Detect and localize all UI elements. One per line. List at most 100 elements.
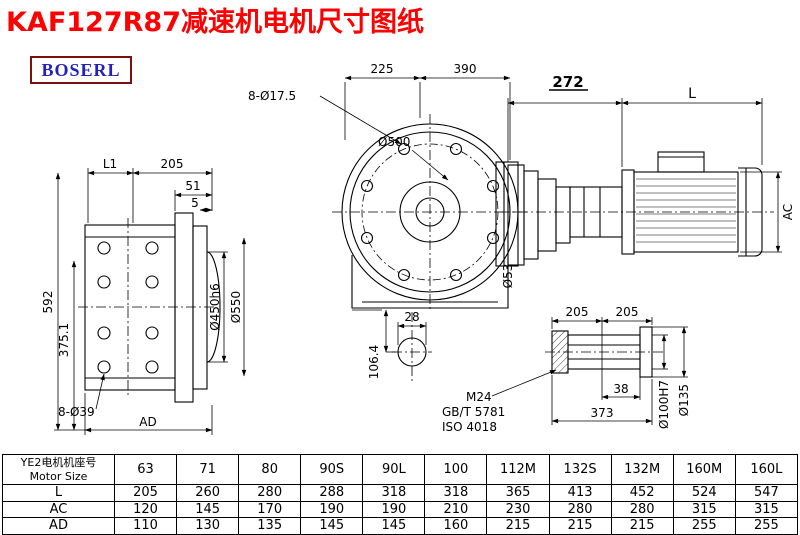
- table-row-L: L 205 260 280 288 318 318 365 413 452 52…: [2, 484, 799, 502]
- dim-51: 51: [185, 179, 200, 193]
- size-col-header: 80: [238, 454, 302, 485]
- dim-8-holes-39: 8-Ø39: [58, 405, 95, 419]
- value-cell: 215: [486, 517, 550, 535]
- motor-size-label-cn: YE2电机机座号: [20, 456, 97, 470]
- size-col-header: 63: [113, 454, 178, 485]
- page-title: KAF127R87减速机电机尺寸图纸: [6, 7, 424, 38]
- side-view-labels: L1 205 51 5 592 375.1 8-Ø39 AD Ø450h6 Ø5…: [41, 157, 243, 429]
- label-gbt-5781: GB/T 5781: [442, 405, 505, 419]
- front-view-labels: 225 390 8-Ø17.5 Ø500 Ø53 28 106.4: [248, 62, 515, 379]
- motor-size-header-cell: YE2电机机座号 Motor Size: [2, 454, 115, 485]
- value-cell: 315: [672, 500, 736, 519]
- size-col-header: 132S: [548, 454, 612, 485]
- dim-8-holes-17-5: 8-Ø17.5: [248, 89, 296, 103]
- value-cell: 280: [238, 484, 302, 502]
- motor-fins: [636, 178, 736, 243]
- dim-ad: AD: [139, 415, 156, 429]
- dim-shaft-205-b: 205: [616, 305, 639, 319]
- value-cell: 145: [300, 517, 364, 535]
- dim-106-4: 106.4: [367, 345, 381, 379]
- value-cell: 547: [734, 484, 799, 502]
- dim-53: Ø53: [501, 264, 515, 289]
- dim-5: 5: [191, 196, 199, 210]
- dim-592: 592: [41, 291, 55, 314]
- size-col-header: 112M: [486, 454, 550, 485]
- value-cell: 255: [672, 517, 736, 535]
- dim-l: L: [688, 86, 696, 102]
- value-cell: 120: [113, 500, 178, 519]
- dim-38: 38: [613, 382, 628, 396]
- shaft-detail-labels: 205 205 38 373 M24 GB/T 5781 ISO 4018 Ø1…: [442, 305, 691, 434]
- dim-205: 205: [161, 157, 184, 171]
- size-col-header: 132M: [610, 454, 674, 485]
- size-col-header: 160L: [734, 454, 799, 485]
- dim-272: 272: [552, 73, 583, 91]
- value-cell: 110: [113, 517, 178, 535]
- shaft-detail-view: [545, 326, 666, 378]
- value-cell: 160: [424, 517, 488, 535]
- size-col-header: 90S: [300, 454, 364, 485]
- motor-view: [500, 151, 774, 266]
- side-view-dimension-lines: [54, 168, 247, 435]
- side-view: [78, 212, 221, 403]
- motor-size-label-en: Motor Size: [29, 469, 88, 483]
- value-cell: 255: [734, 517, 799, 535]
- row-label: L: [2, 484, 115, 502]
- size-col-header: 71: [176, 454, 240, 485]
- value-cell: 170: [238, 500, 302, 519]
- dim-ac: AC: [781, 204, 795, 220]
- value-cell: 190: [362, 500, 426, 519]
- boserl-logo: BOSERL: [30, 56, 132, 84]
- value-cell: 524: [672, 484, 736, 502]
- value-cell: 210: [424, 500, 488, 519]
- value-cell: 215: [548, 517, 612, 535]
- technical-drawing: L1 205 51 5 592 375.1 8-Ø39 AD Ø450h6 Ø5…: [41, 62, 795, 435]
- dim-100h7: Ø100H7: [657, 380, 671, 429]
- dim-28: 28: [404, 310, 419, 324]
- row-label: AD: [2, 517, 115, 535]
- shaft-detail-dimension-lines: [491, 317, 688, 425]
- value-cell: 215: [610, 517, 674, 535]
- size-col-header: 90L: [362, 454, 426, 485]
- front-view: [332, 114, 528, 382]
- table-row-AC: AC 120 145 170 190 190 210 230 280 280 3…: [2, 500, 799, 519]
- dim-373: 373: [591, 406, 614, 420]
- row-label: AC: [2, 500, 115, 519]
- value-cell: 365: [486, 484, 550, 502]
- dim-390: 390: [454, 62, 477, 76]
- value-cell: 145: [362, 517, 426, 535]
- dim-450h6: Ø450h6: [208, 283, 222, 331]
- dim-500: Ø500: [378, 135, 410, 149]
- value-cell: 452: [610, 484, 674, 502]
- dim-l1: L1: [103, 157, 117, 171]
- value-cell: 130: [176, 517, 240, 535]
- value-cell: 413: [548, 484, 612, 502]
- dim-shaft-205-a: 205: [566, 305, 589, 319]
- value-cell: 315: [734, 500, 799, 519]
- value-cell: 230: [486, 500, 550, 519]
- value-cell: 205: [113, 484, 178, 502]
- value-cell: 260: [176, 484, 240, 502]
- value-cell: 280: [548, 500, 612, 519]
- motor-view-labels: 272 L AC: [552, 73, 795, 220]
- label-iso-4018: ISO 4018: [442, 420, 497, 434]
- dim-135: Ø135: [677, 384, 691, 416]
- value-cell: 280: [610, 500, 674, 519]
- value-cell: 190: [300, 500, 364, 519]
- table-row-AD: AD 110 130 135 145 145 160 215 215 215 2…: [2, 517, 799, 535]
- motor-view-dimension-lines: [507, 89, 782, 253]
- size-col-header: 100: [424, 454, 488, 485]
- dim-550: Ø550: [229, 291, 243, 323]
- value-cell: 318: [362, 484, 426, 502]
- size-col-header: 160M: [672, 454, 736, 485]
- value-cell: 288: [300, 484, 364, 502]
- motor-size-table: YE2电机机座号 Motor Size 63 71 80 90S 90L 100…: [2, 454, 799, 535]
- value-cell: 145: [176, 500, 240, 519]
- dim-375: 375.1: [57, 323, 71, 357]
- value-cell: 135: [238, 517, 302, 535]
- label-m24: M24: [466, 390, 492, 404]
- value-cell: 318: [424, 484, 488, 502]
- dim-225: 225: [371, 62, 394, 76]
- front-view-dimension-lines: [319, 75, 511, 353]
